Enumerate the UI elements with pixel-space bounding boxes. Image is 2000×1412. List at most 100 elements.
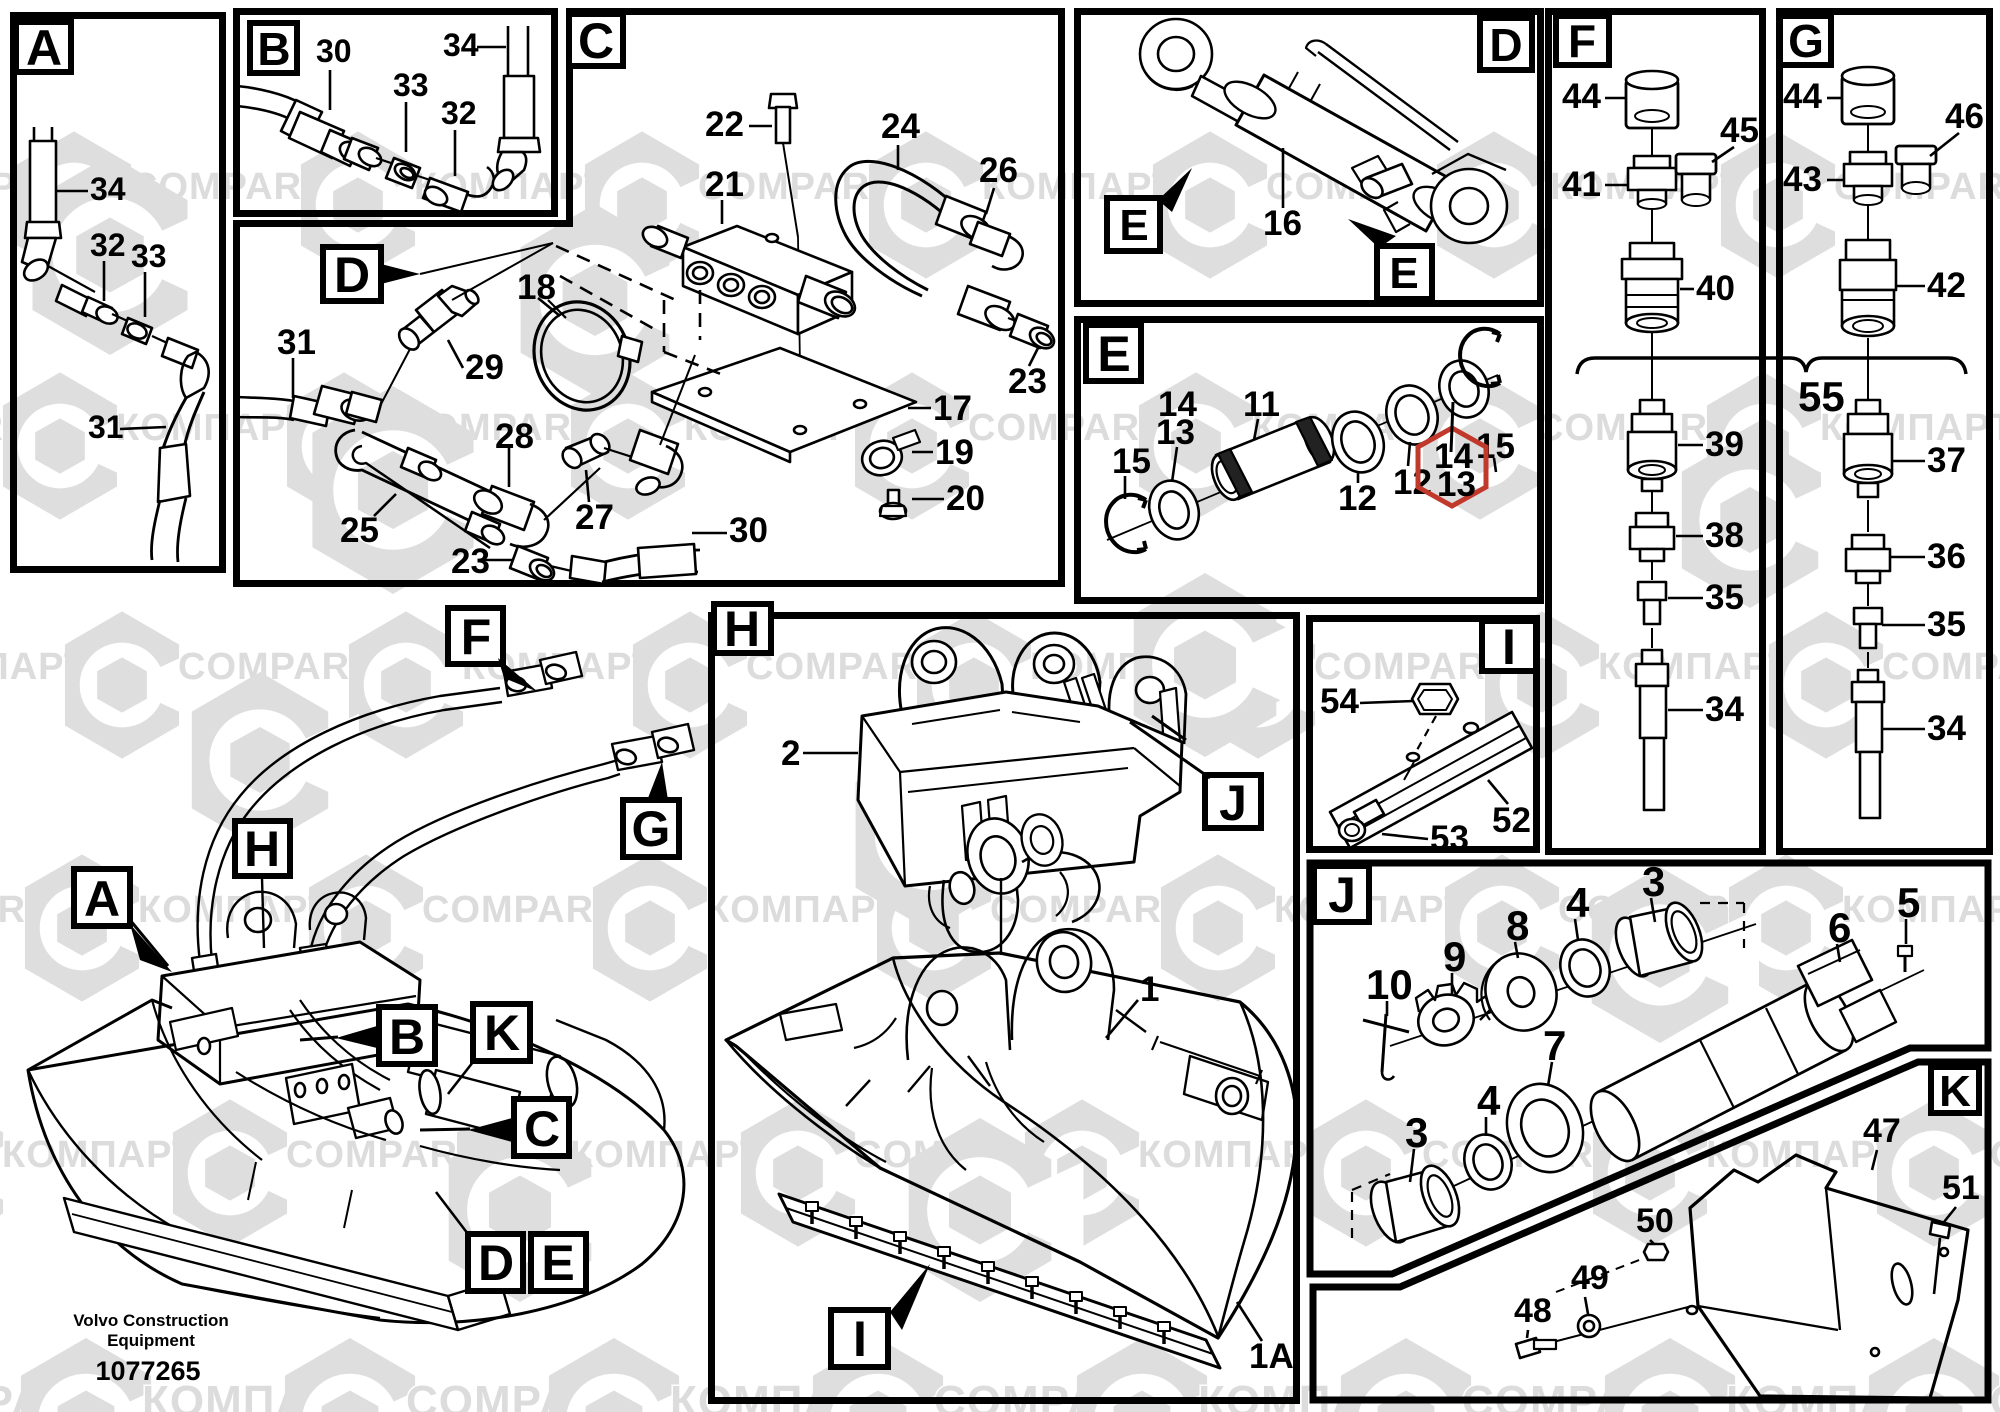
svg-text:44: 44 (1783, 77, 1822, 116)
svg-text:КОМПАРТ: КОМПАРТ (138, 889, 332, 931)
svg-text:D: D (1489, 19, 1522, 71)
svg-text:37: 37 (1927, 441, 1966, 480)
svg-text:55: 55 (1798, 373, 1845, 420)
svg-text:33: 33 (393, 67, 429, 103)
svg-text:2: 2 (781, 734, 800, 773)
svg-text:26: 26 (979, 151, 1018, 190)
svg-text:I: I (1502, 619, 1516, 675)
svg-text:7: 7 (1543, 1022, 1566, 1069)
svg-text:24: 24 (881, 107, 920, 146)
svg-text:44: 44 (1562, 77, 1601, 116)
svg-text:32: 32 (90, 227, 126, 263)
svg-text:Volvo Construction: Volvo Construction (73, 1311, 229, 1330)
svg-text:51: 51 (1942, 1169, 1980, 1207)
svg-text:F: F (461, 609, 492, 665)
svg-text:K: K (484, 1005, 520, 1061)
svg-text:G: G (1788, 15, 1824, 67)
svg-text:A: A (26, 20, 62, 76)
svg-text:1077265: 1077265 (95, 1356, 200, 1386)
svg-text:12: 12 (1393, 463, 1432, 502)
svg-text:46: 46 (1945, 97, 1984, 136)
svg-text:COMPART: COMPART (968, 407, 1164, 449)
svg-text:20: 20 (946, 479, 985, 518)
svg-text:47: 47 (1863, 1112, 1901, 1150)
svg-text:34: 34 (90, 171, 126, 207)
svg-text:КОМПАРТ: КОМПАРТ (1138, 1134, 1332, 1176)
svg-text:27: 27 (575, 498, 614, 537)
svg-text:1: 1 (1140, 970, 1159, 1009)
svg-text:34: 34 (1705, 690, 1744, 729)
svg-text:D: D (478, 1235, 514, 1291)
svg-text:52: 52 (1492, 801, 1531, 840)
svg-text:B: B (389, 1009, 425, 1065)
svg-text:33: 33 (131, 238, 167, 274)
svg-text:42: 42 (1927, 266, 1966, 305)
svg-text:9: 9 (1443, 933, 1466, 980)
svg-text:1A: 1A (1249, 1337, 1294, 1376)
svg-text:5: 5 (1897, 879, 1920, 926)
svg-text:21: 21 (705, 165, 744, 204)
svg-text:КОМПАРТ: КОМПАРТ (570, 1134, 764, 1176)
svg-text:43: 43 (1783, 160, 1822, 199)
svg-text:J: J (1219, 775, 1247, 831)
svg-text:12: 12 (1338, 479, 1377, 518)
svg-text:COMPART: COMPART (178, 646, 374, 688)
svg-text:36: 36 (1927, 537, 1966, 576)
svg-text:30: 30 (316, 33, 352, 69)
svg-text:14: 14 (1158, 385, 1197, 424)
svg-text:31: 31 (277, 323, 316, 362)
svg-text:53: 53 (1430, 819, 1469, 858)
svg-text:D: D (334, 247, 370, 303)
svg-text:КОМПАРТ: КОМПАРТ (1842, 889, 2000, 931)
svg-text:23: 23 (451, 542, 490, 581)
svg-text:H: H (724, 601, 760, 657)
svg-text:КОМПАРТ: КОМПАРТ (706, 889, 900, 931)
svg-text:39: 39 (1705, 425, 1744, 464)
svg-text:45: 45 (1720, 111, 1759, 150)
svg-text:J: J (1328, 867, 1356, 923)
svg-text:11: 11 (1243, 385, 1280, 424)
svg-text:28: 28 (495, 417, 534, 456)
svg-text:4: 4 (1566, 879, 1590, 926)
svg-text:E: E (541, 1235, 574, 1291)
svg-text:15: 15 (1112, 442, 1151, 481)
svg-text:10: 10 (1366, 961, 1413, 1008)
svg-text:K: K (1939, 1067, 1971, 1116)
svg-text:35: 35 (1705, 578, 1744, 617)
svg-text:54: 54 (1320, 682, 1359, 721)
svg-text:COMPART: COMPART (1990, 1377, 2000, 1412)
svg-text:3: 3 (1405, 1109, 1428, 1156)
svg-text:E: E (1389, 249, 1418, 298)
svg-text:I: I (853, 1311, 867, 1367)
svg-text:17: 17 (933, 389, 972, 428)
svg-text:H: H (244, 821, 280, 877)
svg-text:49: 49 (1571, 1259, 1609, 1297)
svg-text:C: C (524, 1101, 560, 1157)
svg-text:22: 22 (705, 105, 744, 144)
svg-text:16: 16 (1263, 204, 1302, 243)
svg-text:32: 32 (441, 95, 477, 131)
svg-text:COMPART: COMPART (1990, 1134, 2000, 1176)
svg-text:A: A (84, 871, 120, 927)
svg-text:34: 34 (443, 27, 479, 63)
svg-text:31: 31 (88, 409, 124, 445)
svg-text:3: 3 (1642, 858, 1665, 905)
svg-text:23: 23 (1008, 362, 1047, 401)
svg-text:COMPART: COMPART (422, 889, 618, 931)
svg-text:29: 29 (465, 348, 504, 387)
svg-text:38: 38 (1705, 516, 1744, 555)
svg-text:18: 18 (517, 268, 556, 307)
svg-text:G: G (632, 801, 671, 857)
svg-text:4: 4 (1477, 1077, 1501, 1124)
svg-text:40: 40 (1696, 269, 1735, 308)
svg-text:35: 35 (1927, 605, 1966, 644)
svg-text:30: 30 (729, 511, 768, 550)
svg-text:8: 8 (1506, 902, 1529, 949)
svg-text:6: 6 (1828, 904, 1851, 951)
svg-text:13: 13 (1156, 413, 1195, 452)
svg-text:COMPART: COMPART (1882, 646, 2000, 688)
svg-text:F: F (1568, 15, 1596, 67)
svg-text:COMPART: COMPART (990, 889, 1186, 931)
svg-text:41: 41 (1562, 165, 1601, 204)
svg-text:13: 13 (1437, 465, 1476, 504)
